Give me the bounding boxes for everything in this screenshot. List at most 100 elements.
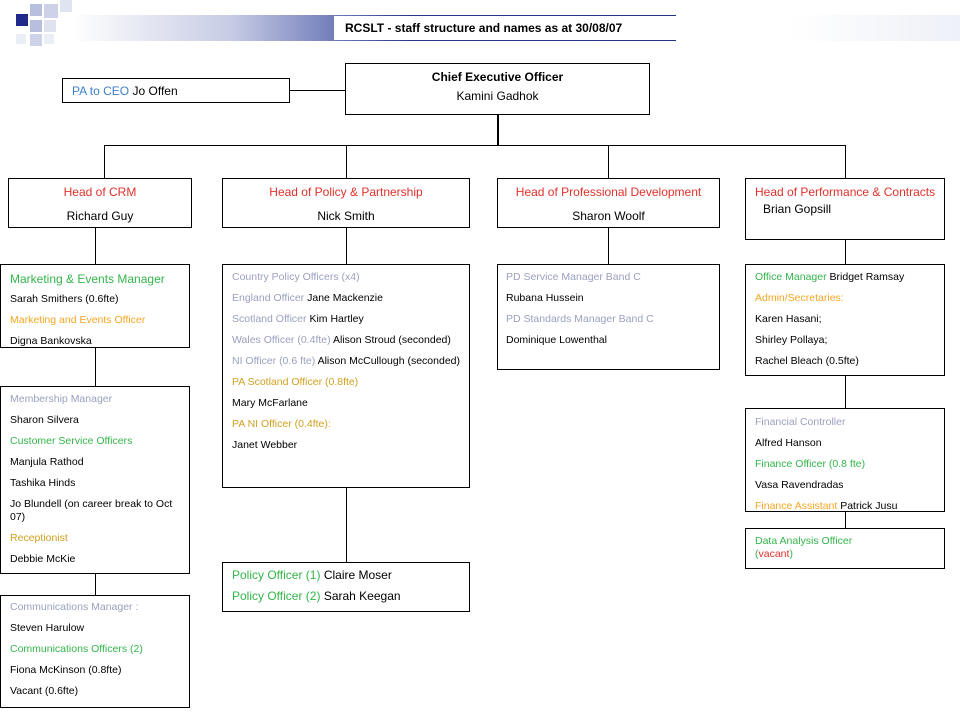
finance-officer-name: Vasa Ravendradas <box>755 479 844 491</box>
pd-standards-name: Dominique Lowenthal <box>506 334 607 346</box>
data-analysis-box: Data Analysis Officer (vacant) <box>745 528 945 569</box>
connector-line <box>845 512 846 528</box>
pa-role: PA to CEO <box>72 84 130 98</box>
finance-box: Financial Controller Alfred Hanson Finan… <box>745 408 945 512</box>
head-policy-role: Head of Policy & Partnership <box>269 185 423 199</box>
deco-square <box>60 0 72 12</box>
secretary-name: Rachel Bleach (0.5fte) <box>755 355 859 367</box>
comms-manager-name: Steven Harulow <box>10 622 85 634</box>
scotland-role: Scotland Officer <box>232 313 307 325</box>
header-banner-white <box>676 15 960 41</box>
deco-square <box>30 20 42 32</box>
marketing-officer-name: Digna Bankovska <box>10 335 92 347</box>
comms-officer-name: Vacant (0.6fte) <box>10 685 79 697</box>
head-crm-box: Head of CRM Richard Guy <box>8 178 192 228</box>
pa-ni-name: Janet Webber <box>232 439 298 451</box>
connector-line <box>95 348 96 386</box>
marketing-box: Marketing & Events Manager Sarah Smither… <box>0 264 190 348</box>
cso-name: Tashika Hinds <box>10 477 76 489</box>
ni-name: Alison McCullough (seconded) <box>317 355 460 367</box>
connector-line <box>104 145 846 146</box>
data-analysis-status: vacant <box>758 548 790 560</box>
cso-name: Manjula Rathod <box>10 456 84 468</box>
deco-square <box>44 34 54 44</box>
pd-service-role: PD Service Manager Band C <box>506 271 641 283</box>
membership-manager-role: Membership Manager <box>10 393 113 405</box>
marketing-manager-role: Marketing & Events Manager <box>10 272 165 286</box>
policy-officer-1-name: Claire Moser <box>323 568 392 582</box>
marketing-officer-role: Marketing and Events Officer <box>10 314 146 326</box>
ceo-box: Chief Executive Officer Kamini Gadhok <box>345 63 650 115</box>
deco-square <box>44 4 58 18</box>
ni-role: NI Officer (0.6 fte) <box>232 355 316 367</box>
wales-role: Wales Officer (0.4fte) <box>232 334 331 346</box>
connector-line <box>845 375 846 408</box>
connector-line <box>346 228 347 264</box>
secretary-name: Shirley Pollaya; <box>755 334 828 346</box>
office-box: Office Manager Bridget Ramsay Admin/Secr… <box>745 264 945 376</box>
pd-service-name: Rubana Hussein <box>506 292 584 304</box>
comms-officer-name: Fiona McKinson (0.8fte) <box>10 664 122 676</box>
pa-ni-role: PA NI Officer (0.4fte): <box>232 418 331 430</box>
connector-line <box>346 487 347 562</box>
head-perf-box: Head of Performance & Contracts Brian Go… <box>745 178 945 240</box>
office-manager-role: Office Manager <box>755 271 827 283</box>
connector-line <box>608 228 609 264</box>
connector-line <box>608 145 609 179</box>
england-role: England Officer <box>232 292 305 304</box>
connector-line <box>104 145 105 179</box>
page-title: RCSLT - staff structure and names as at … <box>334 16 676 40</box>
secretary-name: Karen Hasani; <box>755 313 822 325</box>
deco-square <box>30 4 42 16</box>
connector-line <box>845 145 846 179</box>
comms-manager-role: Communications Manager : <box>10 601 139 613</box>
england-name: Jane Mackenzie <box>307 292 383 304</box>
policy-officer-2-name: Sarah Keegan <box>323 589 401 603</box>
finance-officer-role: Finance Officer (0.8 fte) <box>755 458 866 470</box>
ceo-name: Kamini Gadhok <box>456 89 539 103</box>
finance-assistant-name: Patrick Jusu <box>840 500 898 512</box>
data-analysis-role: Data Analysis Officer <box>755 535 853 547</box>
membership-manager-name: Sharon Silvera <box>10 414 79 426</box>
finance-assistant-role: Finance Assistant <box>755 500 838 512</box>
deco-square <box>16 34 26 44</box>
comms-box: Communications Manager : Steven Harulow … <box>0 595 190 708</box>
office-manager-name: Bridget Ramsay <box>829 271 905 283</box>
policy-officer-2-role: Policy Officer (2) <box>232 589 321 603</box>
page-title-text: RCSLT - staff structure and names as at … <box>345 21 623 35</box>
head-prodev-box: Head of Professional Development Sharon … <box>497 178 720 228</box>
deco-square <box>44 20 56 32</box>
head-perf-role: Head of Performance & Contracts <box>755 185 936 199</box>
pd-standards-role: PD Standards Manager Band C <box>506 313 654 325</box>
comms-officers-role: Communications Officers (2) <box>10 643 143 655</box>
ceo-role: Chief Executive Officer <box>431 70 564 84</box>
data-analysis-close-paren: ) <box>789 548 793 560</box>
secretaries-role: Admin/Secretaries: <box>755 292 844 304</box>
pa-scotland-name: Mary McFarlane <box>232 397 308 409</box>
pa-to-ceo-box: PA to CEO Jo Offen <box>62 78 290 103</box>
connector-line <box>346 145 347 179</box>
connector-line <box>497 115 499 146</box>
financial-controller-role: Financial Controller <box>755 416 846 428</box>
head-policy-box: Head of Policy & Partnership Nick Smith <box>222 178 470 228</box>
wales-name: Alison Stroud (seconded) <box>332 334 451 346</box>
receptionist-role: Receptionist <box>10 532 68 544</box>
pa-name: Jo Offen <box>132 84 178 98</box>
policy-officers-box: Policy Officer (1) Claire Moser Policy O… <box>222 562 470 612</box>
head-crm-name: Richard Guy <box>66 209 134 223</box>
head-perf-name: Brian Gopsill <box>763 202 832 216</box>
connector-line <box>95 573 96 595</box>
scotland-name: Kim Hartley <box>309 313 364 325</box>
head-policy-name: Nick Smith <box>317 209 375 223</box>
data-analysis-open-paren: ( <box>755 548 759 560</box>
deco-square <box>16 14 28 26</box>
country-policy-box: Country Policy Officers (x4) England Off… <box>222 264 470 488</box>
policy-officer-1-role: Policy Officer (1) <box>232 568 321 582</box>
connector-line <box>845 240 846 264</box>
head-crm-role: Head of CRM <box>63 185 137 199</box>
pd-box: PD Service Manager Band C Rubana Hussein… <box>497 264 720 370</box>
marketing-manager-name: Sarah Smithers (0.6fte) <box>10 293 119 305</box>
connector-line <box>95 228 96 264</box>
head-prodev-name: Sharon Woolf <box>572 209 645 223</box>
pa-scotland-role: PA Scotland Officer (0.8fte) <box>232 376 359 388</box>
